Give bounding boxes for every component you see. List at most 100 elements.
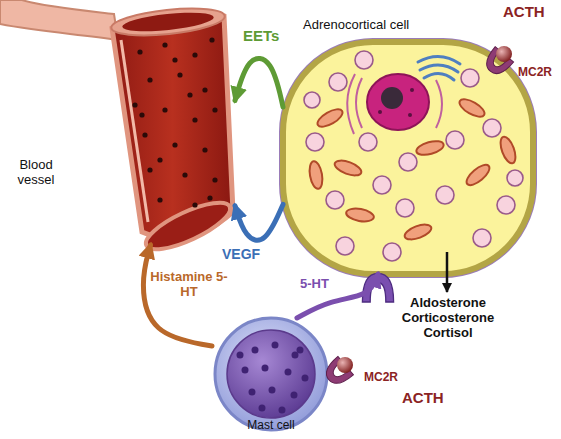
mast-cell-granules bbox=[262, 365, 269, 372]
hormone-label: ACTH bbox=[503, 3, 545, 20]
blood-cells bbox=[162, 42, 167, 47]
lipid-droplets bbox=[359, 133, 377, 151]
blood-cells bbox=[147, 77, 152, 82]
mast-cell-granules bbox=[297, 347, 304, 354]
mast-cell-granules bbox=[249, 389, 256, 396]
vessel-lumen bbox=[121, 9, 214, 35]
golgi-apparatus bbox=[424, 73, 454, 80]
signal-arrow bbox=[143, 245, 212, 346]
node-title: Mast cell bbox=[212, 419, 330, 433]
mast-cell-cytoplasm bbox=[227, 330, 315, 418]
blood-cells bbox=[192, 202, 197, 207]
vessel-cut-end bbox=[140, 194, 235, 258]
lipid-droplets bbox=[329, 73, 347, 91]
mc2r-receptor bbox=[321, 356, 353, 389]
lipid-droplets bbox=[373, 176, 391, 194]
lipid-droplets bbox=[507, 170, 523, 186]
mitochondria bbox=[315, 106, 345, 130]
blood-cells bbox=[172, 57, 177, 62]
mast-cell-membrane bbox=[215, 318, 327, 430]
signal-label: 5-HT bbox=[300, 277, 329, 292]
lipid-droplets bbox=[473, 229, 491, 247]
lipid-droplets bbox=[355, 51, 373, 69]
blood-cells bbox=[212, 177, 217, 182]
mitochondria bbox=[308, 96, 519, 243]
blood-cells bbox=[202, 147, 207, 152]
mc2r-receptor bbox=[481, 46, 514, 79]
lipid-droplets bbox=[304, 51, 523, 261]
lipid-droplets bbox=[383, 243, 401, 261]
mitochondria bbox=[403, 222, 433, 243]
mast-cell-granules bbox=[237, 342, 309, 414]
blood-cells bbox=[132, 37, 217, 207]
endoplasmic-reticulum bbox=[436, 80, 442, 128]
blood-cells bbox=[187, 92, 192, 97]
serotonin-receptor bbox=[362, 273, 393, 302]
incoming-vessel-tube bbox=[0, 0, 118, 40]
lipid-droplets bbox=[326, 191, 344, 209]
lipid-droplets bbox=[446, 131, 464, 149]
blood-vessel: Blood vessel bbox=[105, 0, 235, 245]
nucleus bbox=[367, 74, 429, 130]
node-outline bbox=[215, 318, 327, 430]
golgi-apparatus bbox=[420, 65, 458, 72]
cell-body bbox=[283, 42, 533, 274]
blood-cells bbox=[192, 52, 197, 57]
lipid-droplets bbox=[483, 119, 501, 137]
node-outline bbox=[280, 39, 536, 277]
mitochondria bbox=[345, 207, 375, 224]
secretion-arrow bbox=[446, 252, 449, 292]
lipid-droplets bbox=[396, 199, 414, 217]
mitochondria bbox=[498, 135, 519, 165]
steroid-list: Aldosterone Corticosterone Cortisol bbox=[392, 296, 504, 341]
lipid-droplets bbox=[461, 69, 479, 87]
lipid-droplets bbox=[304, 92, 320, 108]
node-outline bbox=[110, 4, 236, 258]
signal-label: EETs bbox=[243, 27, 279, 44]
blood-cells bbox=[207, 195, 212, 200]
signal-arrow bbox=[235, 204, 283, 240]
mitochondria bbox=[308, 160, 325, 190]
mast-cell-granules bbox=[242, 367, 249, 374]
blood-cells bbox=[212, 107, 217, 112]
mitochondria bbox=[463, 161, 492, 188]
signal-label: VEGF bbox=[222, 246, 260, 262]
node-title: Blood vessel bbox=[5, 158, 67, 188]
receptor-label: MC2R bbox=[364, 371, 398, 385]
mc2r-receptor bbox=[496, 46, 512, 62]
mast-cell-granules bbox=[252, 347, 259, 354]
receptor-label: MC2R bbox=[518, 66, 552, 80]
vessel-highlight bbox=[121, 40, 148, 222]
serotonin-receptor bbox=[362, 273, 393, 302]
blood-cells bbox=[147, 167, 152, 172]
endoplasmic-reticulum bbox=[356, 78, 362, 128]
blood-cells bbox=[162, 107, 167, 112]
mitochondria bbox=[333, 158, 363, 179]
blood-cells bbox=[209, 37, 214, 42]
mc2r-receptor bbox=[481, 47, 514, 79]
hormone-label: ACTH bbox=[402, 389, 444, 406]
signal-arrow bbox=[297, 274, 378, 318]
blood-cells bbox=[157, 197, 162, 202]
blood-cells bbox=[137, 49, 142, 54]
adrenocortical-cell: Adrenocortical cell bbox=[283, 42, 533, 274]
node-shape bbox=[283, 42, 533, 274]
blood-cells bbox=[139, 112, 144, 117]
mast-cell-granules bbox=[302, 375, 309, 382]
blood-cells bbox=[192, 117, 197, 122]
mast-cell-granules bbox=[237, 352, 244, 359]
nucleus bbox=[381, 87, 403, 109]
mast-cell-granules bbox=[292, 352, 299, 359]
lipid-droplets bbox=[399, 153, 417, 171]
mast-cell-granules bbox=[269, 387, 276, 394]
node-title: Adrenocortical cell bbox=[303, 18, 409, 33]
endoplasmic-reticulum bbox=[347, 74, 442, 134]
lipid-droplets bbox=[336, 237, 354, 255]
mast-cell: Mast cell bbox=[212, 318, 330, 430]
blood-cells bbox=[182, 172, 187, 177]
mast-cell-granules bbox=[279, 407, 286, 414]
nucleus bbox=[378, 110, 382, 114]
signal-arrow bbox=[235, 58, 283, 107]
